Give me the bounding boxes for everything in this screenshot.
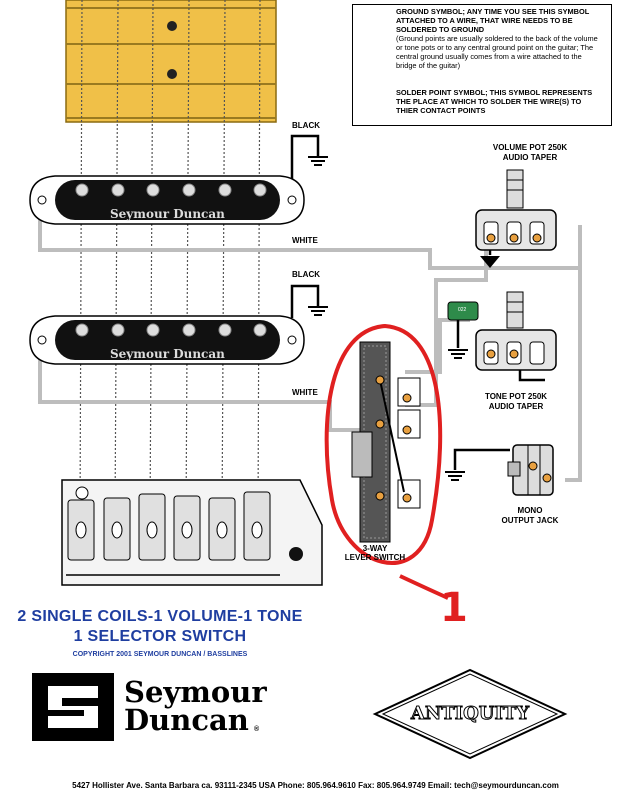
legend-box [352, 4, 612, 126]
capacitor-label: 022 [458, 307, 467, 313]
solder-legend-text: SOLDER POINT SYMBOL; THIS SYMBOL REPRESE… [396, 88, 593, 115]
neck-pickup [29, 175, 305, 225]
ground-legend-detail: (Ground points are usually soldered to t… [396, 34, 598, 70]
annotation-circle [324, 323, 449, 600]
volume-pot-label: VOLUME POT 250K [492, 143, 568, 152]
brand-line2: Duncan [124, 703, 249, 737]
fretboard [65, 0, 277, 123]
switch-label-line2: LEVER SWITCH [344, 553, 406, 562]
seymour-duncan-logo [32, 673, 114, 741]
copyright: COPYRIGHT 2001 SEYMOUR DUNCAN / BASSLINE… [72, 651, 248, 658]
tone-pot [475, 291, 557, 371]
switch-label-line1: 3-WAY [362, 544, 388, 553]
tremolo-bridge [61, 479, 323, 586]
capacitor [447, 301, 479, 321]
antiquity-text: ANTIQUITY [410, 703, 530, 725]
registered-mark: ® [254, 726, 260, 733]
brand-line1: Seymour [124, 675, 267, 709]
bridge-pickup [29, 315, 305, 365]
string-lines [79, 0, 261, 521]
ground-symbols [308, 156, 468, 481]
title-line2: 1 SELECTOR SWITCH [73, 628, 247, 645]
tone-pot-label: TONE POT 250K [484, 392, 548, 401]
three-way-switch [351, 341, 421, 543]
ground-legend-title: GROUND SYMBOL; ANY TIME YOU SEE THIS SYM… [396, 7, 590, 34]
jack-label-line1: MONO [517, 506, 543, 515]
black-wire-label-lower: BLACK [292, 270, 320, 279]
tone-taper-label: AUDIO TAPER [488, 402, 544, 411]
footer-contact: 5427 Hollister Ave. Santa Barbara ca. 93… [72, 781, 559, 790]
white-wire-label-upper: WHITE [292, 236, 318, 245]
antiquity-logo [372, 668, 568, 760]
annotation-number: 1 [440, 585, 468, 631]
output-jack [507, 444, 554, 496]
black-wire-label-upper: BLACK [292, 121, 320, 130]
jack-label-line2: OUTPUT JACK [501, 516, 559, 525]
title-line1: 2 SINGLE COILS-1 VOLUME-1 TONE [17, 608, 303, 625]
white-wire-label-lower: WHITE [292, 388, 318, 397]
bridge-pickup-brand: Seymour Duncan [110, 347, 225, 361]
ground-arrow-icon [480, 256, 500, 268]
neck-pickup-brand: Seymour Duncan [110, 207, 225, 221]
volume-taper-label: AUDIO TAPER [502, 153, 558, 162]
